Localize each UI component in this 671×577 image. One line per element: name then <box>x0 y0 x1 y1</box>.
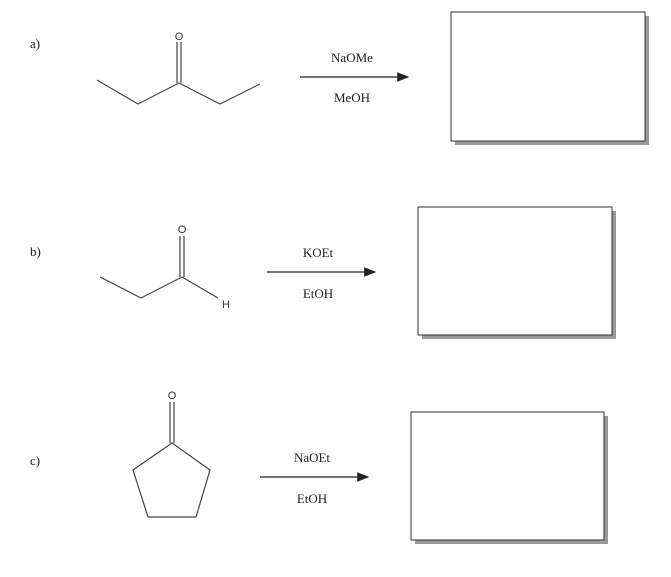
cyclopentanone-structure: O <box>132 390 211 518</box>
reagent-b: KOEt <box>303 245 334 260</box>
svg-text:O: O <box>178 224 187 236</box>
answer-box-b[interactable] <box>417 206 613 336</box>
solvent-b: EtOH <box>303 286 333 301</box>
solvent-a: MeOH <box>334 90 370 105</box>
answer-box-c[interactable] <box>410 411 605 541</box>
propanal-structure: O H <box>99 224 230 311</box>
svg-text:O: O <box>168 390 177 402</box>
reagent-c: NaOEt <box>294 450 330 465</box>
reaction-b-label: b) <box>30 244 41 259</box>
reaction-a-label: a) <box>30 36 40 51</box>
reagent-a: NaOMe <box>331 50 373 65</box>
answer-box-a[interactable] <box>450 11 646 142</box>
reaction-c-label: c) <box>30 453 40 468</box>
3-pentanone-structure: O <box>96 31 261 105</box>
svg-text:H: H <box>222 299 230 311</box>
solvent-c: EtOH <box>297 491 327 506</box>
svg-text:O: O <box>175 31 184 43</box>
